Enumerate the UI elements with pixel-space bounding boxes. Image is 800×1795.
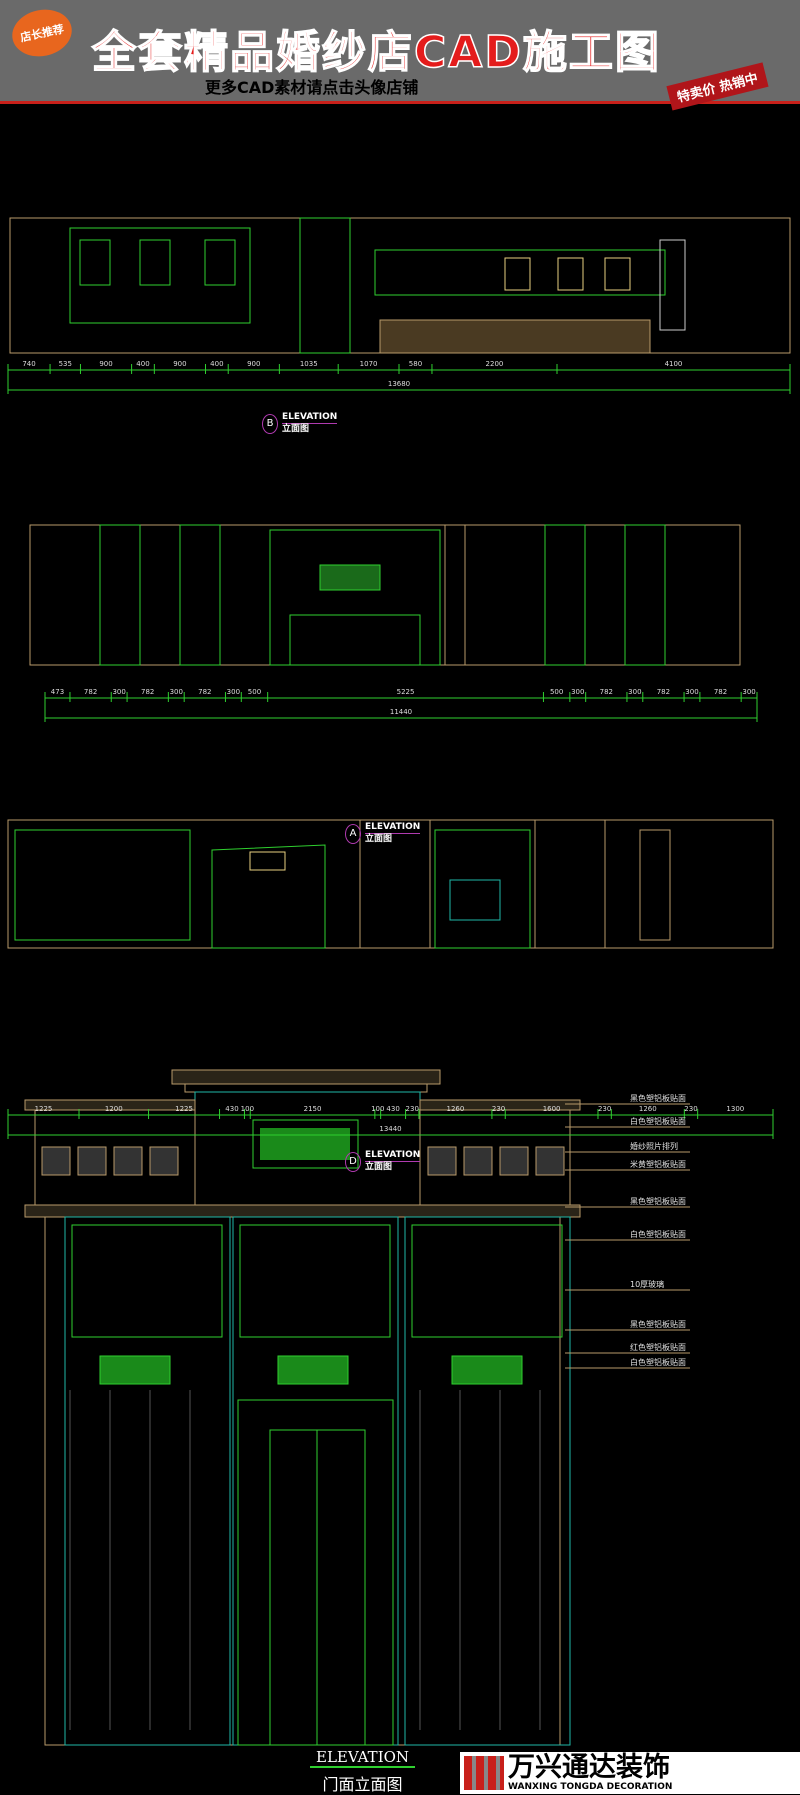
elevation-a-label: ELEVATION: [365, 822, 421, 834]
dimension-value: 782: [656, 688, 671, 696]
dimension-value: 782: [599, 688, 613, 696]
dimension-value: 2150: [303, 1105, 322, 1113]
dimension-value: 473: [50, 688, 65, 696]
storefront-elevation-drawing: [24, 1069, 581, 1746]
callout-label: 红色塑铝板贴面: [630, 1343, 686, 1352]
callout-label: 婚纱照片排列: [630, 1142, 678, 1151]
dimension-value: 300: [685, 688, 699, 696]
callout-label: 白色塑铝板贴面: [630, 1117, 686, 1126]
dimension-value: 500: [247, 688, 262, 696]
dimension-value: 300: [112, 688, 126, 696]
elevation-b-letter: B: [262, 413, 278, 434]
dimension-value: 740: [22, 360, 36, 368]
storefront-cn: 门面立面图: [322, 1775, 403, 1794]
dimension-value: 300: [628, 688, 642, 696]
dimension-value: 430: [386, 1105, 400, 1113]
callout-label: 黑色塑铝板贴面: [630, 1320, 686, 1329]
dimension-value: 1035: [299, 360, 318, 368]
callout-label: 白色塑铝板贴面: [630, 1230, 686, 1239]
dimension-value: 535: [58, 360, 72, 368]
elevation-d-drawing: [7, 819, 774, 949]
dimension-value: 230: [491, 1105, 506, 1113]
dimension-value: 782: [713, 688, 728, 696]
dimension-value: 1200: [104, 1105, 123, 1113]
elevation-a-cn: 立面图: [365, 834, 393, 844]
dimension-value: 500: [549, 688, 564, 696]
dimension-value: 400: [210, 360, 224, 368]
dimension-lines: [7, 364, 791, 1139]
dimension-value: 2200: [485, 360, 504, 368]
dimension-value: 782: [198, 688, 212, 696]
dimension-value: 1600: [542, 1105, 561, 1113]
dimension-value: 900: [99, 360, 113, 368]
elevation-a-letter: A: [345, 823, 361, 844]
dimension-value: 230: [684, 1105, 698, 1113]
storefront-title: ELEVATION 门面立面图: [310, 1748, 416, 1795]
dimension-value: 1070: [359, 360, 378, 368]
subtitle: 更多CAD素材请点击头像店铺: [205, 78, 419, 97]
page-title: 全套精品婚纱店CAD施工图: [91, 26, 661, 79]
elevation-d-letter: D: [345, 1151, 361, 1172]
dimension-value: 100: [240, 1105, 255, 1113]
dimension-value: 782: [83, 688, 98, 696]
dimension-value: 1260: [446, 1105, 465, 1113]
dimension-value: 782: [141, 688, 155, 696]
callout-label: 黑色塑铝板贴面: [630, 1197, 686, 1206]
dimension-value: 1300: [726, 1105, 745, 1113]
dimension-value: 300: [742, 688, 756, 696]
callout-leaders: [565, 1103, 690, 1369]
header-banner: 店长推荐 全套精品婚纱店CAD施工图 更多CAD素材请点击头像店铺: [0, 0, 800, 104]
elevation-d-cn: 立面图: [365, 1162, 393, 1172]
total-dimension-value: 11440: [389, 708, 413, 716]
callout-label: 米黄塑铝板贴面: [630, 1160, 686, 1169]
dimension-value: 400: [136, 360, 150, 368]
total-dimension-value: 13680: [387, 380, 411, 388]
elevation-b-label: ELEVATION: [282, 412, 338, 424]
elevation-b-cn: 立面图: [282, 424, 310, 434]
logo-mark-icon: [464, 1756, 504, 1790]
callout-label: 白色塑铝板贴面: [630, 1358, 686, 1367]
dimension-value: 580: [408, 360, 423, 368]
dimension-value: 430: [225, 1105, 239, 1113]
elevation-a-drawing: [29, 524, 741, 666]
elevation-d-label: ELEVATION: [365, 1150, 421, 1162]
storefront-label: ELEVATION: [310, 1748, 416, 1768]
company-logo: 万兴通达装饰 WANXING TONGDA DECORATION: [460, 1752, 800, 1794]
logo-cn: 万兴通达装饰: [508, 1752, 670, 1783]
total-dimension-value: 13440: [379, 1125, 402, 1133]
dimension-value: 230: [597, 1105, 612, 1113]
logo-en: WANXING TONGDA DECORATION: [508, 1782, 673, 1792]
callout-label: 黑色塑铝板贴面: [630, 1094, 686, 1103]
dimension-value: 1225: [175, 1105, 193, 1113]
dimension-value: 4100: [664, 360, 683, 368]
dimension-value: 900: [173, 360, 187, 368]
dimension-value: 300: [571, 688, 585, 696]
dimension-value: 230: [405, 1105, 419, 1113]
dimension-value: 5225: [396, 688, 415, 696]
dimension-value: 900: [247, 360, 261, 368]
callout-label: 10厚玻璃: [630, 1280, 665, 1289]
dimension-value: 300: [169, 688, 183, 696]
dimension-value: 300: [226, 688, 241, 696]
dimension-value: 1225: [34, 1105, 53, 1113]
dimension-value: 100: [371, 1105, 385, 1113]
dimension-value: 1260: [638, 1105, 657, 1113]
elevation-b-drawing: [9, 217, 791, 354]
